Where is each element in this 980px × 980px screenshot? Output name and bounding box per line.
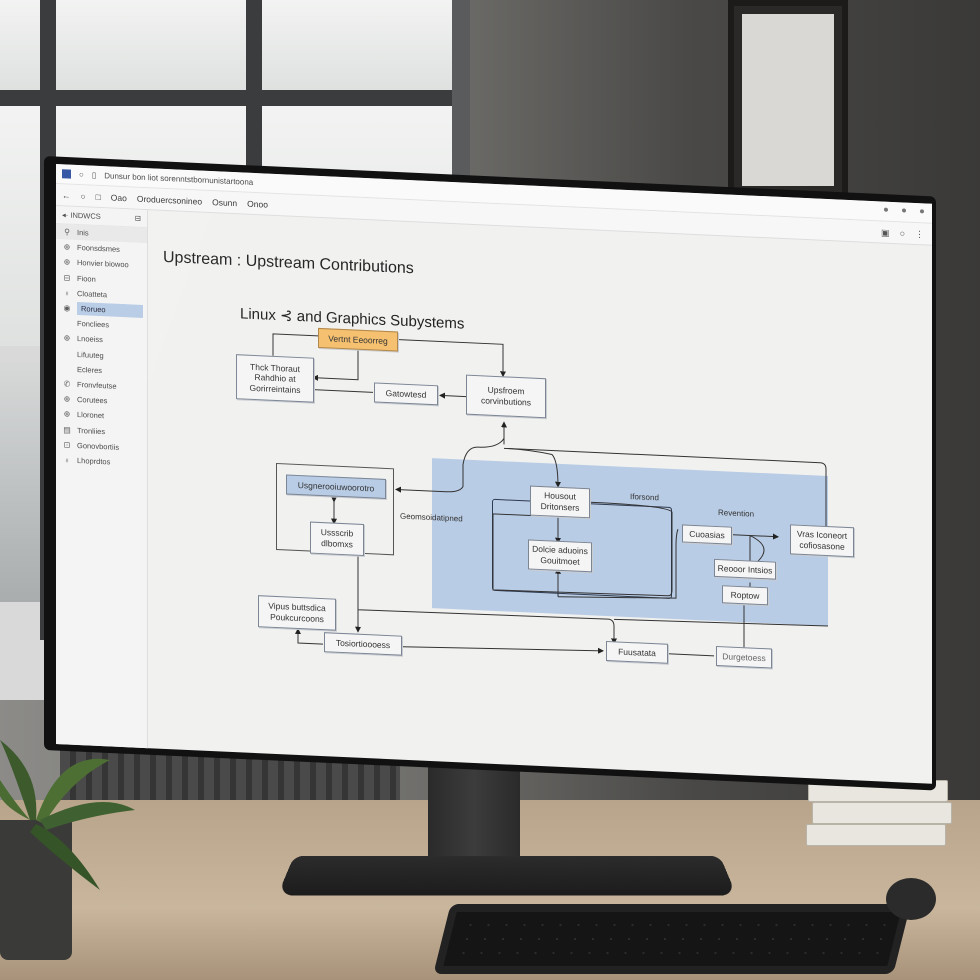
wall-picture-frame [728, 0, 848, 200]
monitor-screen: ○ ▯ Dunsur bon liot sorenntstbornunistar… [56, 164, 932, 784]
keyboard [433, 904, 911, 974]
monitor-base [277, 855, 737, 896]
books [806, 780, 958, 855]
connector-lines [272, 333, 829, 657]
mouse [886, 878, 936, 920]
diagram-canvas[interactable]: Upstream : Upstream Contributions Linux … [148, 210, 932, 784]
plant [0, 740, 135, 890]
